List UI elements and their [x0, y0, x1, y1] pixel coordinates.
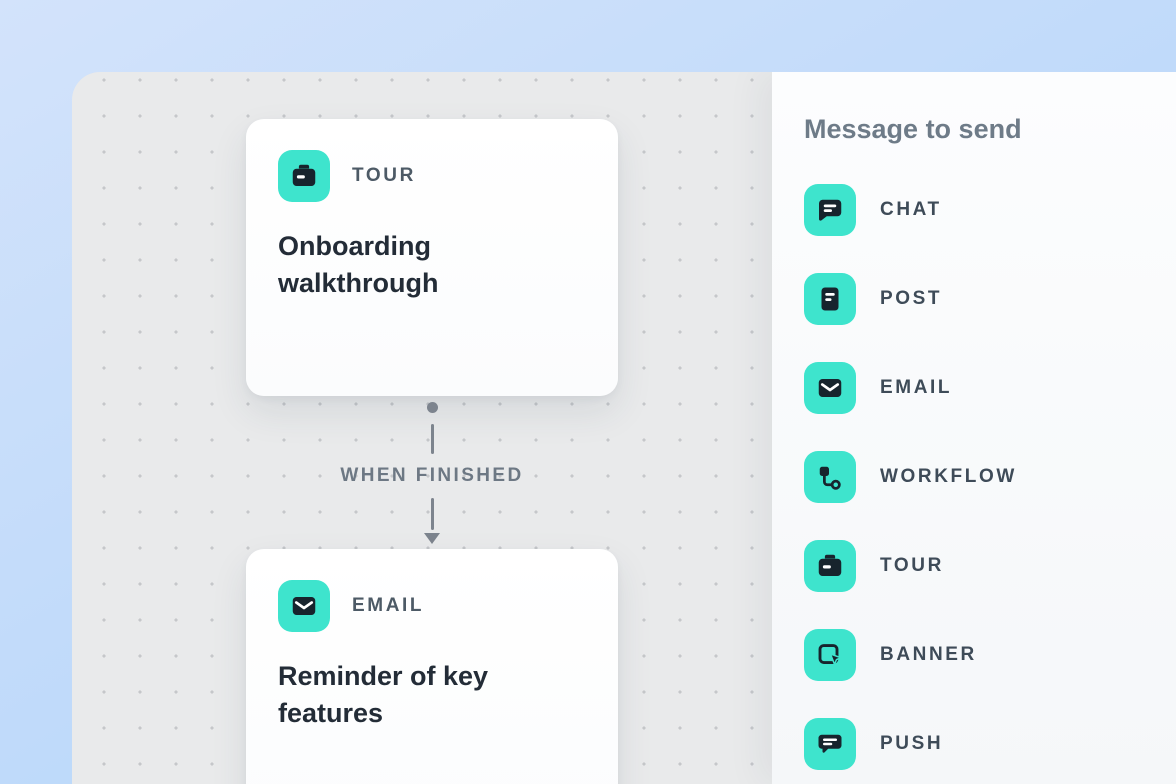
- tour-icon: [278, 150, 330, 202]
- node-type-row: EMAIL: [278, 580, 586, 632]
- post-icon: [804, 273, 856, 325]
- message-type-label: PUSH: [880, 733, 944, 754]
- connector: WHEN FINISHED: [322, 402, 542, 544]
- email-icon: [278, 580, 330, 632]
- push-icon: [804, 718, 856, 770]
- workflow-node-tour[interactable]: TOUR Onboarding walkthrough: [246, 119, 618, 396]
- connector-condition-label: WHEN FINISHED: [340, 465, 524, 486]
- message-type-panel: Message to send CHAT POST: [772, 72, 1176, 784]
- message-type-banner[interactable]: BANNER: [804, 629, 1146, 681]
- tour-icon: [804, 540, 856, 592]
- message-type-label: WORKFLOW: [880, 466, 1017, 487]
- workflow-icon: [804, 451, 856, 503]
- connector-start-dot: [426, 402, 438, 413]
- workflow-canvas[interactable]: TOUR Onboarding walkthrough WHEN FINISHE…: [72, 72, 1176, 784]
- node-type-row: TOUR: [278, 150, 586, 202]
- connector-arrowhead-icon: [424, 533, 440, 544]
- panel-title: Message to send: [804, 114, 1022, 144]
- message-type-label: BANNER: [880, 644, 977, 665]
- chat-icon: [804, 184, 856, 236]
- message-type-label: CHAT: [880, 199, 942, 220]
- message-type-workflow[interactable]: WORKFLOW: [804, 451, 1146, 503]
- node-type-label: EMAIL: [352, 595, 425, 616]
- message-type-tour[interactable]: TOUR: [804, 540, 1146, 592]
- message-type-label: POST: [880, 288, 943, 309]
- node-title: Onboarding walkthrough: [278, 231, 439, 298]
- connector-line: [430, 424, 434, 454]
- message-type-email[interactable]: EMAIL: [804, 362, 1146, 414]
- email-icon: [804, 362, 856, 414]
- message-type-chat[interactable]: CHAT: [804, 184, 1146, 236]
- message-type-post[interactable]: POST: [804, 273, 1146, 325]
- node-title: Reminder of key features: [278, 661, 489, 728]
- node-type-label: TOUR: [352, 165, 416, 186]
- workflow-node-email[interactable]: EMAIL Reminder of key features: [246, 549, 618, 784]
- message-type-push[interactable]: PUSH: [804, 718, 1146, 770]
- banner-icon: [804, 629, 856, 681]
- message-type-label: TOUR: [880, 555, 944, 576]
- connector-line: [430, 498, 434, 530]
- message-type-label: EMAIL: [880, 377, 953, 398]
